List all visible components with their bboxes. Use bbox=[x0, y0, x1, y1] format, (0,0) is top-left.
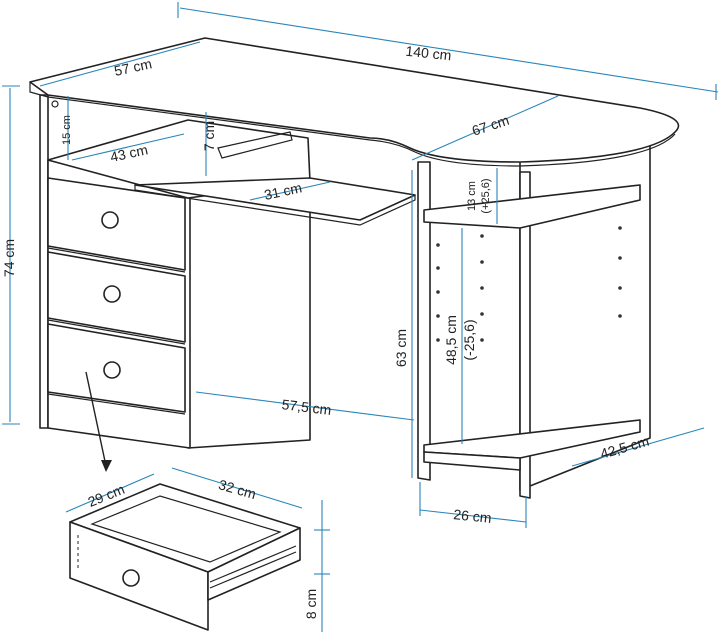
shelf-peg-holes bbox=[436, 226, 622, 342]
circle-shape bbox=[436, 243, 440, 247]
detached-drawer bbox=[69, 483, 301, 631]
label-keyboard-gap: 7 cm bbox=[201, 121, 217, 151]
upper-shelf bbox=[47, 119, 311, 199]
detach-arrow bbox=[85, 371, 107, 467]
label-keyboard-depth: 31 cm bbox=[263, 179, 304, 203]
polygon-shape bbox=[90, 495, 282, 563]
detach-arrowhead bbox=[101, 460, 112, 472]
line-shape bbox=[39, 41, 201, 87]
right-bottom-shelf bbox=[423, 419, 641, 459]
label-mid-shelf-1: 48,5 cm bbox=[443, 315, 459, 365]
keyboard-tray-edge bbox=[134, 185, 416, 226]
cable-hole bbox=[51, 100, 59, 108]
line-shape bbox=[65, 473, 155, 513]
circle-shape bbox=[480, 338, 484, 342]
circle-shape bbox=[618, 256, 622, 260]
right-front-post-right bbox=[519, 171, 531, 499]
line-shape bbox=[249, 181, 331, 201]
circle-shape bbox=[436, 338, 440, 342]
drawer-3-knob bbox=[103, 361, 121, 379]
label-side-height: 63 cm bbox=[393, 329, 409, 367]
label-drawer-height: 8 cm bbox=[303, 589, 319, 619]
label-total-height: 74 cm bbox=[1, 239, 17, 277]
line-shape bbox=[419, 509, 527, 523]
circle-shape bbox=[618, 286, 622, 290]
label-left-depth: 57 cm bbox=[113, 55, 154, 79]
circle-shape bbox=[618, 226, 622, 230]
drawers bbox=[47, 177, 186, 415]
keyboard-rail bbox=[217, 131, 293, 159]
label-top-shelf-1: 13 cm bbox=[466, 181, 478, 211]
path-shape bbox=[47, 319, 186, 345]
right-top-shelf bbox=[423, 184, 641, 229]
label-base-width: 26 cm bbox=[453, 506, 493, 526]
circle-shape bbox=[480, 312, 484, 316]
label-inner-depth: 43 cm bbox=[109, 141, 150, 165]
right-plinth bbox=[423, 451, 521, 471]
label-drawer-depth: 32 cm bbox=[217, 476, 258, 502]
line-shape bbox=[71, 133, 185, 161]
line-shape bbox=[195, 391, 415, 421]
label-top-shelf-2: (+25,6) bbox=[480, 178, 492, 213]
circle-shape bbox=[480, 286, 484, 290]
circle-shape bbox=[480, 260, 484, 264]
line-shape bbox=[411, 95, 559, 161]
desk-top-edge bbox=[29, 82, 676, 167]
desk-top bbox=[29, 37, 680, 163]
circle-shape bbox=[436, 266, 440, 270]
label-knee-width: 57,5 cm bbox=[281, 396, 332, 418]
label-shelf-gap: 15 cm bbox=[61, 115, 73, 145]
drawer-2-knob bbox=[103, 285, 121, 303]
path-shape bbox=[47, 247, 186, 273]
detached-drawer-knob bbox=[122, 569, 140, 587]
label-mid-shelf-2: (-25,6) bbox=[461, 319, 477, 360]
circle-shape bbox=[480, 234, 484, 238]
circle-shape bbox=[436, 290, 440, 294]
circle-shape bbox=[436, 314, 440, 318]
circle-shape bbox=[618, 314, 622, 318]
desk-drawing bbox=[29, 37, 680, 631]
path-shape bbox=[209, 545, 297, 589]
line-shape bbox=[571, 427, 705, 467]
line-shape bbox=[179, 7, 719, 93]
left-front-edge bbox=[39, 94, 49, 429]
right-front-post-left bbox=[417, 161, 431, 481]
line-shape bbox=[171, 467, 303, 509]
label-total-width: 140 cm bbox=[405, 43, 452, 64]
drawer-1-knob bbox=[101, 211, 119, 229]
path-shape bbox=[47, 393, 186, 415]
